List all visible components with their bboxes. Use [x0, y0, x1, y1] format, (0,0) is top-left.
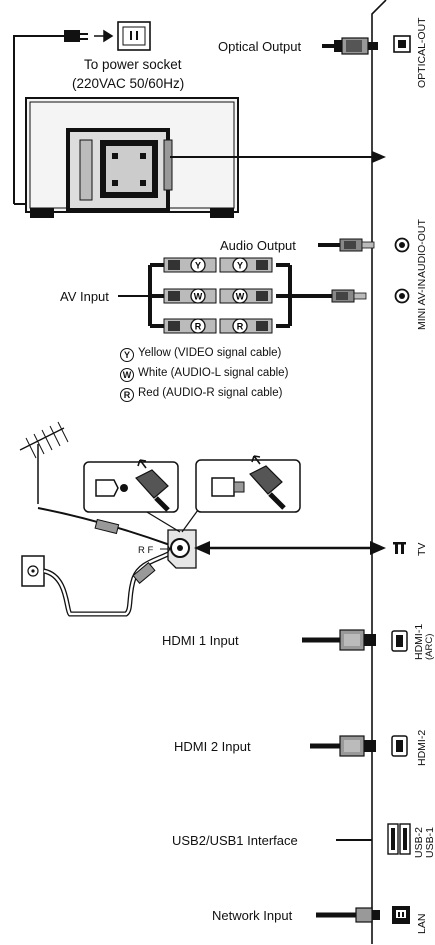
rf-connector-icon: [167, 529, 197, 569]
push-arrow-icon-2: [251, 455, 261, 465]
power-socket-label: To power socket: [84, 57, 182, 72]
arrow-right-icon: [94, 29, 114, 43]
plug-letter-white-right: W: [236, 292, 245, 302]
hdmi2-cable: [310, 735, 376, 757]
audio-output-label: Audio Output: [220, 238, 296, 253]
double-arrow-left-icon: [194, 541, 210, 555]
port-label-tv: TV: [416, 542, 428, 556]
audio-out-cable: [318, 238, 375, 252]
tv-panel-arrow-icon: [372, 151, 386, 163]
plug-letter-white-left: W: [194, 292, 203, 302]
hdmi1-cable: [302, 629, 376, 651]
connector-detail-boxes: [83, 455, 301, 513]
lan-port-icon: [392, 906, 410, 924]
audio-out-jack-icon: [394, 237, 410, 253]
wall-socket-icon: [21, 555, 45, 587]
hdmi2-input-label: HDMI 2 Input: [174, 739, 251, 754]
power-socket-icon: [117, 21, 151, 51]
tv-side-panel-edge: [371, 0, 387, 944]
legend-text-white: White (AUDIO-L signal cable): [138, 367, 289, 379]
network-input-label: Network Input: [212, 908, 293, 923]
optical-port-icon: [393, 35, 411, 53]
hdmi2-port-icon: [391, 735, 408, 757]
plug-letter-red-right: R: [237, 322, 244, 332]
port-label-usb1: USB-1: [424, 827, 435, 858]
legend-badge-white: W: [120, 368, 134, 382]
plug-letter-red-left: R: [195, 322, 202, 332]
push-arrow-icon: [137, 459, 147, 469]
legend-badge-yellow: Y: [120, 348, 134, 362]
port-label-optical-out: OPTICAL-OUT: [416, 17, 428, 88]
tv-antenna-port-icon: [393, 542, 406, 554]
usb-ports-icon: [387, 823, 411, 855]
usb-interface-label: USB2/USB1 Interface: [172, 833, 298, 848]
optical-output-label: Optical Output: [218, 39, 302, 54]
optical-cable: [322, 37, 378, 55]
rca-plug-pairs: Y Y W W R R: [163, 257, 273, 334]
antenna-icon: [19, 421, 69, 504]
hdmi1-input-label: HDMI 1 Input: [162, 633, 239, 648]
power-plug-icon: [64, 30, 80, 42]
av-cable-assembly: Y Y W W R R: [118, 257, 367, 334]
network-cable: [316, 907, 380, 923]
double-arrow-right-icon: [370, 541, 386, 555]
port-label-lan: LAN: [416, 913, 428, 934]
plug-letter-yellow-right: Y: [237, 261, 243, 271]
legend-badge-red: R: [120, 388, 134, 402]
port-label-audio-out: AUDIO-OUT: [416, 219, 428, 278]
port-label-hdmi1-arc: (ARC): [424, 633, 435, 660]
legend-yellow: Y Yellow (VIDEO signal cable): [120, 346, 281, 362]
power-connection: [13, 21, 151, 205]
av-input-label: AV Input: [60, 289, 109, 304]
legend-text-red: Red (AUDIO-R signal cable): [138, 387, 283, 399]
legend-white: W White (AUDIO-L signal cable): [120, 366, 288, 382]
power-voltage-label: (220VAC 50/60Hz): [72, 76, 185, 91]
hdmi1-port-icon: [391, 630, 408, 652]
plug-letter-yellow-left: Y: [195, 261, 201, 271]
mini-av-in-jack-icon: [394, 288, 410, 304]
port-label-hdmi2: HDMI-2: [416, 729, 428, 766]
tv-back-illustration: [25, 97, 239, 218]
legend-red: R Red (AUDIO-R signal cable): [120, 386, 282, 402]
port-label-mini-av-in: MINI AV-IN: [416, 278, 428, 330]
legend-text-yellow: Yellow (VIDEO signal cable): [138, 347, 282, 359]
rf-label: R F: [138, 545, 154, 556]
